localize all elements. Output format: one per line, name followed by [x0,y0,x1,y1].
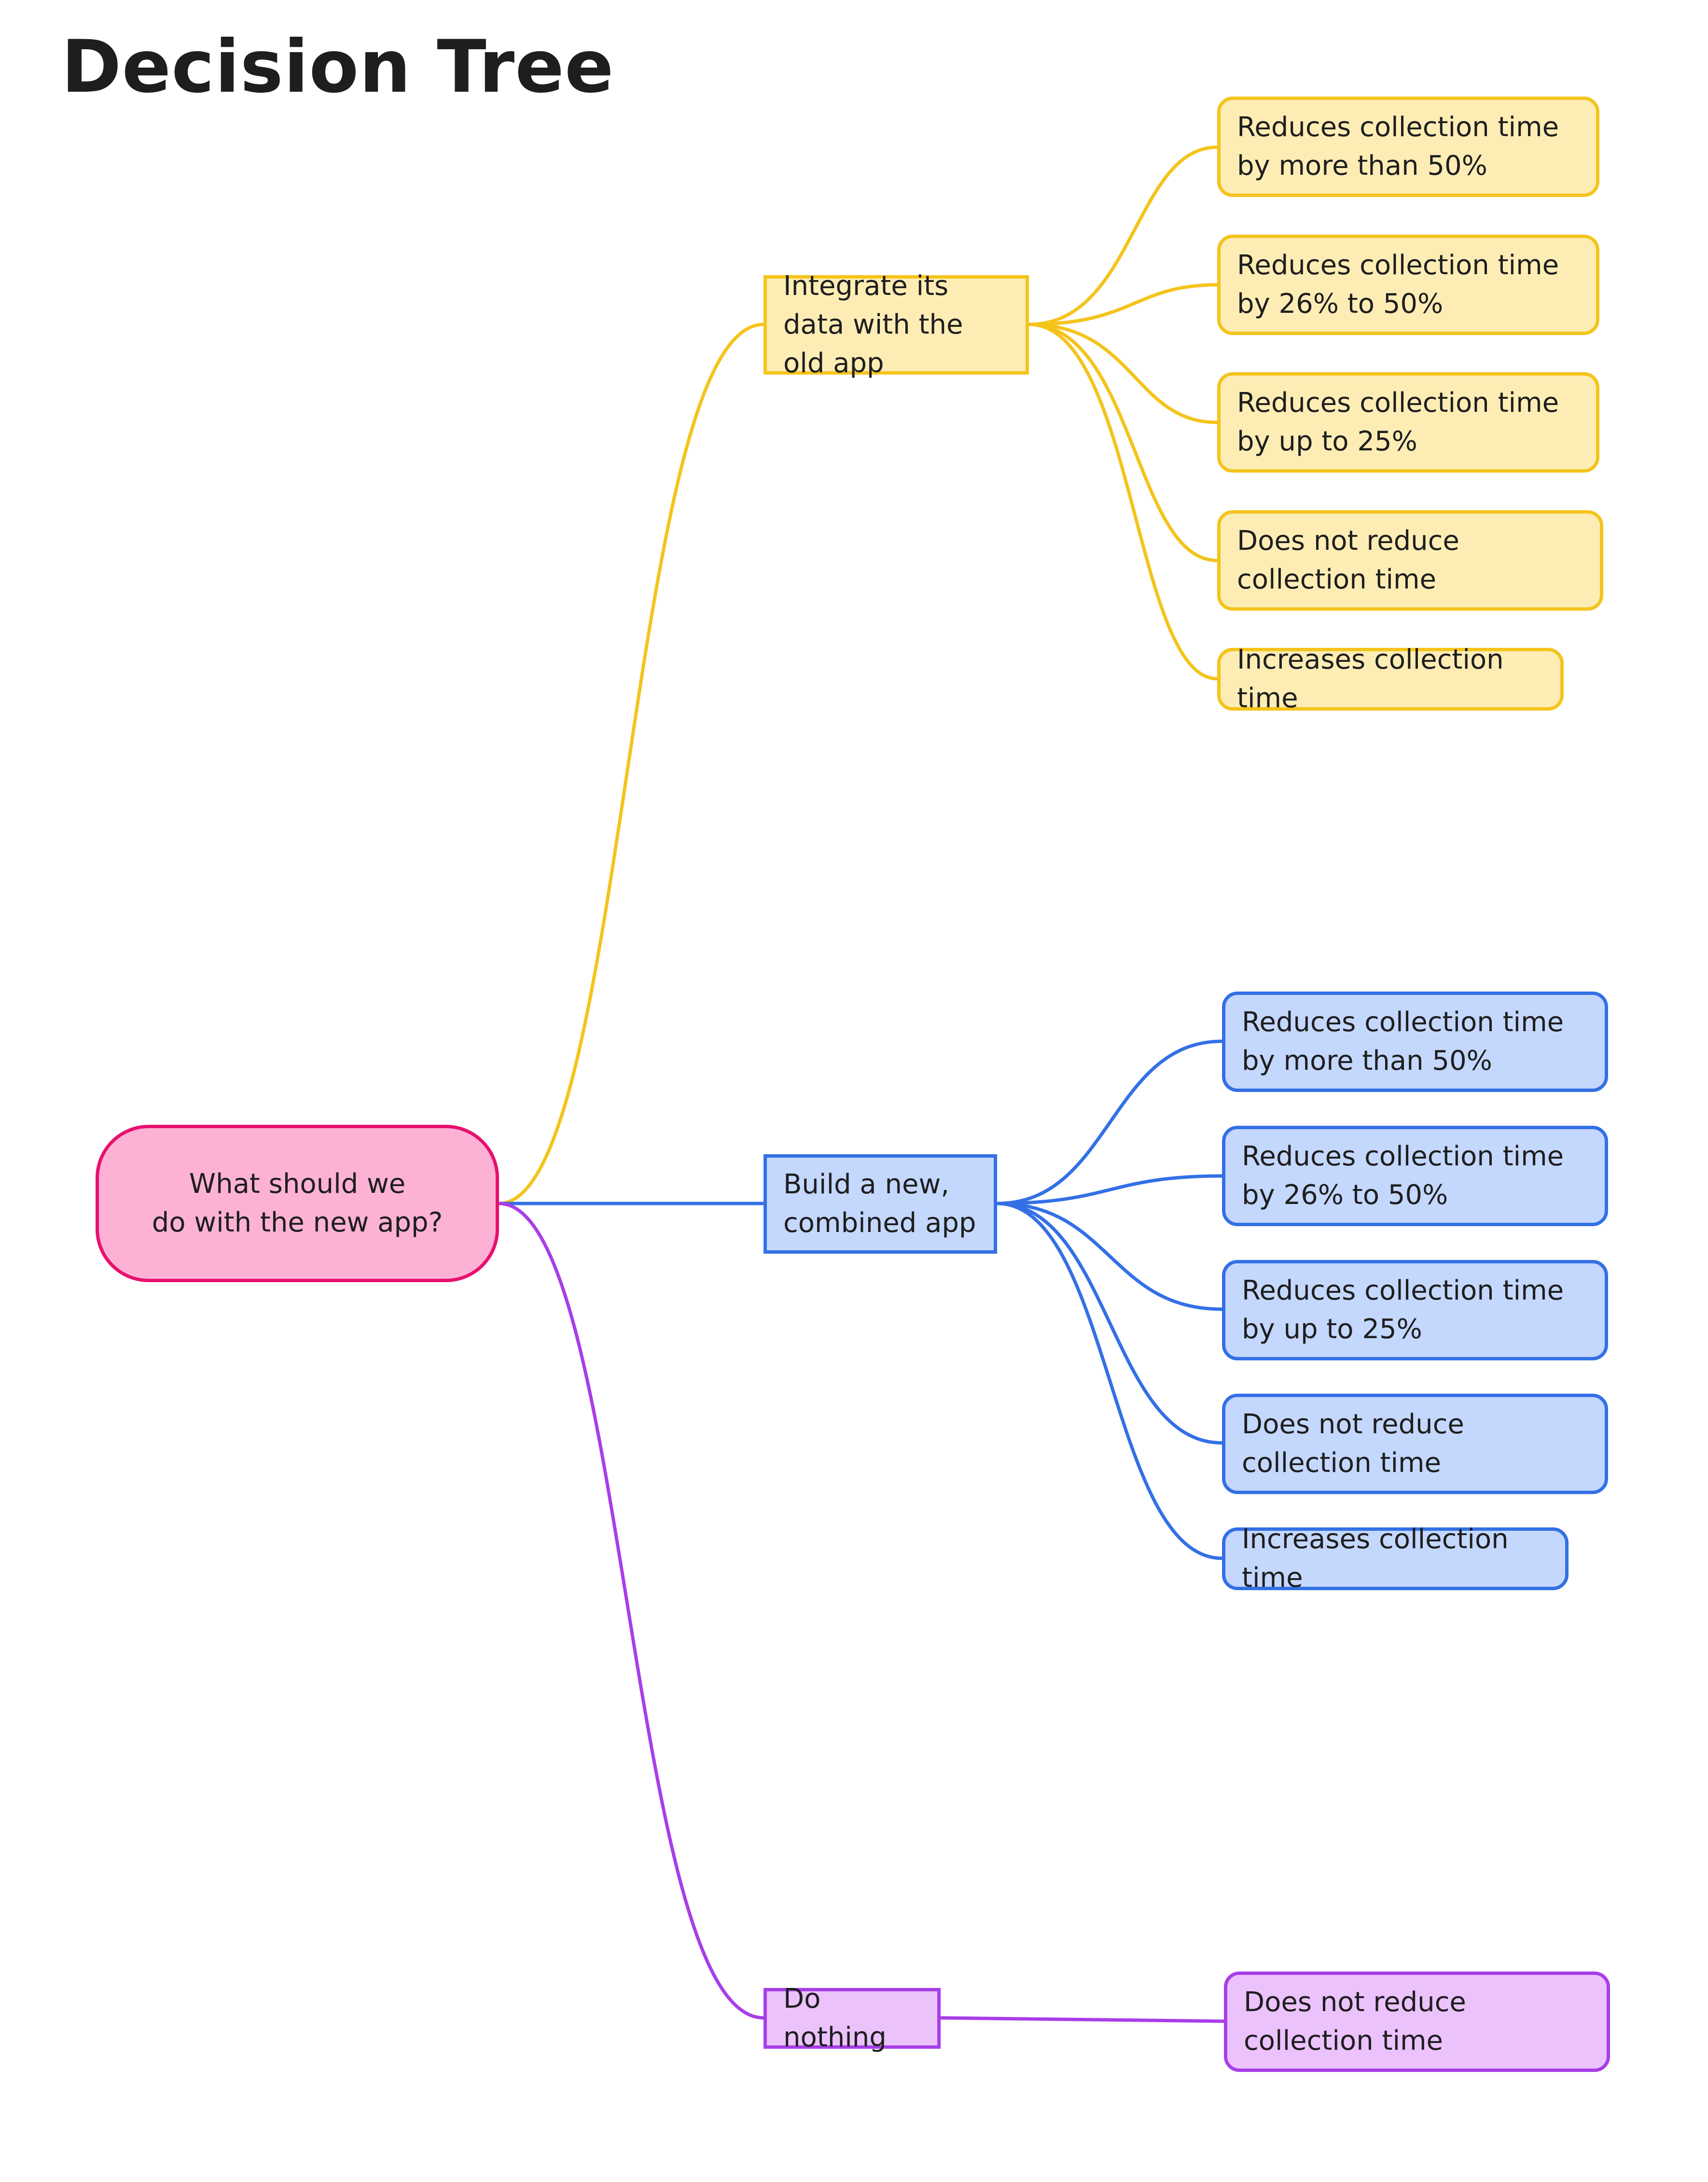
outcome-integrate-1[interactable]: Reduces collection time by more than 50% [1217,97,1599,197]
outcome-build-1[interactable]: Reduces collection time by more than 50% [1222,992,1608,1092]
connector-integrate-4 [1028,322,1218,562]
root-label-line2: do with the new app? [152,1207,443,1238]
outcome-label: Reduces collection time by up to 25% [1242,1275,1564,1345]
branch-node-nothing[interactable]: Do nothing [764,1983,941,2053]
outcome-build-4[interactable]: Does not reduce collection time [1222,1394,1608,1494]
connector-build-1 [997,1039,1222,1205]
connector-integrate-5 [1028,322,1218,681]
outcome-integrate-4[interactable]: Does not reduce collection time [1217,510,1603,611]
outcome-build-3[interactable]: Reduces collection time by up to 25% [1222,1260,1608,1360]
branch-node-build[interactable]: Build a new, combined app [764,1154,997,1254]
outcome-label: Does not reduce collection time [1244,1986,1466,2056]
outcome-label: Increases collection time [1237,644,1504,714]
outcome-integrate-5[interactable]: Increases collection time [1217,644,1564,714]
root-node[interactable]: What should we do with the new app? [96,1125,499,1282]
outcome-label: Does not reduce collection time [1237,525,1459,595]
branch-label: Build a new, combined app [783,1169,976,1239]
branch-label: Do nothing [783,1983,887,2053]
outcome-label: Reduces collection time by 26% to 50% [1237,250,1559,320]
connector-build-2 [997,1174,1222,1205]
root-label-line1: What should we [189,1168,406,1200]
outcome-label: Reduces collection time by up to 25% [1237,387,1559,457]
outcome-build-5[interactable]: Increases collection time [1222,1524,1569,1594]
connector-build-4 [997,1202,1222,1445]
connector-integrate-2 [1028,283,1218,326]
outcome-label: Does not reduce collection time [1242,1409,1464,1479]
outcome-label: Reduces collection time by more than 50% [1242,1007,1564,1077]
connector-integrate-3 [1028,322,1218,424]
outcome-nothing-1[interactable]: Does not reduce collection time [1224,1972,1610,2072]
page-title: Decision Tree [61,25,614,109]
connector-build-5 [997,1202,1222,1560]
connector-nothing-1 [940,2016,1224,2023]
connector-build-3 [997,1202,1222,1311]
outcome-integrate-3[interactable]: Reduces collection time by up to 25% [1217,372,1599,473]
connector-root-integrate [499,322,764,1205]
outcome-label: Reduces collection time by 26% to 50% [1242,1141,1564,1211]
outcome-label: Increases collection time [1242,1524,1509,1594]
outcome-label: Reduces collection time by more than 50% [1237,112,1559,182]
outcome-build-2[interactable]: Reduces collection time by 26% to 50% [1222,1126,1608,1226]
branch-node-integrate[interactable]: Integrate its data with the old app [764,270,1029,379]
branch-label: Integrate its data with the old app [783,270,963,379]
connector-integrate-1 [1028,145,1218,326]
outcome-integrate-2[interactable]: Reduces collection time by 26% to 50% [1217,235,1599,335]
connector-root-nothing [499,1202,764,2020]
